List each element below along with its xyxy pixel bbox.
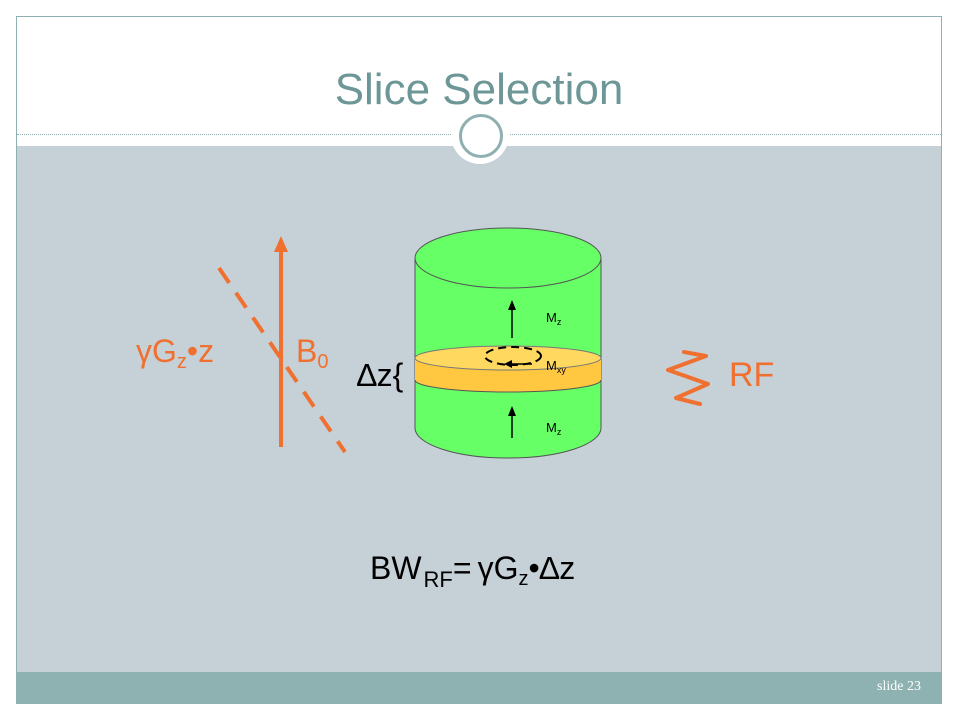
slide-frame: [16, 16, 942, 704]
slice-bottom-edge: [414, 379, 602, 393]
rf-wave-icon: [666, 350, 710, 406]
mxy-precession-ellipse: [484, 346, 542, 366]
cylinder-top: [414, 227, 602, 289]
bandwidth-equation: BWRF=γGz•∆z: [370, 550, 575, 592]
gradient-label: γGz•z: [136, 333, 214, 373]
cylinder-bottom: [415, 398, 601, 458]
mxy-arrowhead: [504, 360, 512, 368]
gradient-dashed-line: [217, 266, 347, 454]
footer-bar: slide 23: [17, 672, 941, 703]
mz-bottom-arrowhead: [508, 406, 516, 416]
mxy-label: Mxy: [546, 358, 566, 375]
ornament-inner-ring: [459, 114, 503, 158]
slide-title: Slice Selection: [334, 65, 624, 114]
title-ornament-circle: [451, 106, 509, 164]
slide-number: slide 23: [877, 679, 921, 694]
b0-label: B0: [296, 333, 328, 373]
mz-top-arrowhead: [508, 300, 516, 310]
slice-top: [414, 345, 602, 371]
rf-label: RF: [729, 356, 774, 394]
delta-z-label: ∆z{: [357, 357, 404, 393]
mz-bottom-label: Mz: [546, 420, 562, 437]
b0-arrowhead: [274, 236, 288, 252]
mz-top-label: Mz: [546, 310, 562, 327]
cylinder-bottom-edge: [414, 427, 602, 459]
